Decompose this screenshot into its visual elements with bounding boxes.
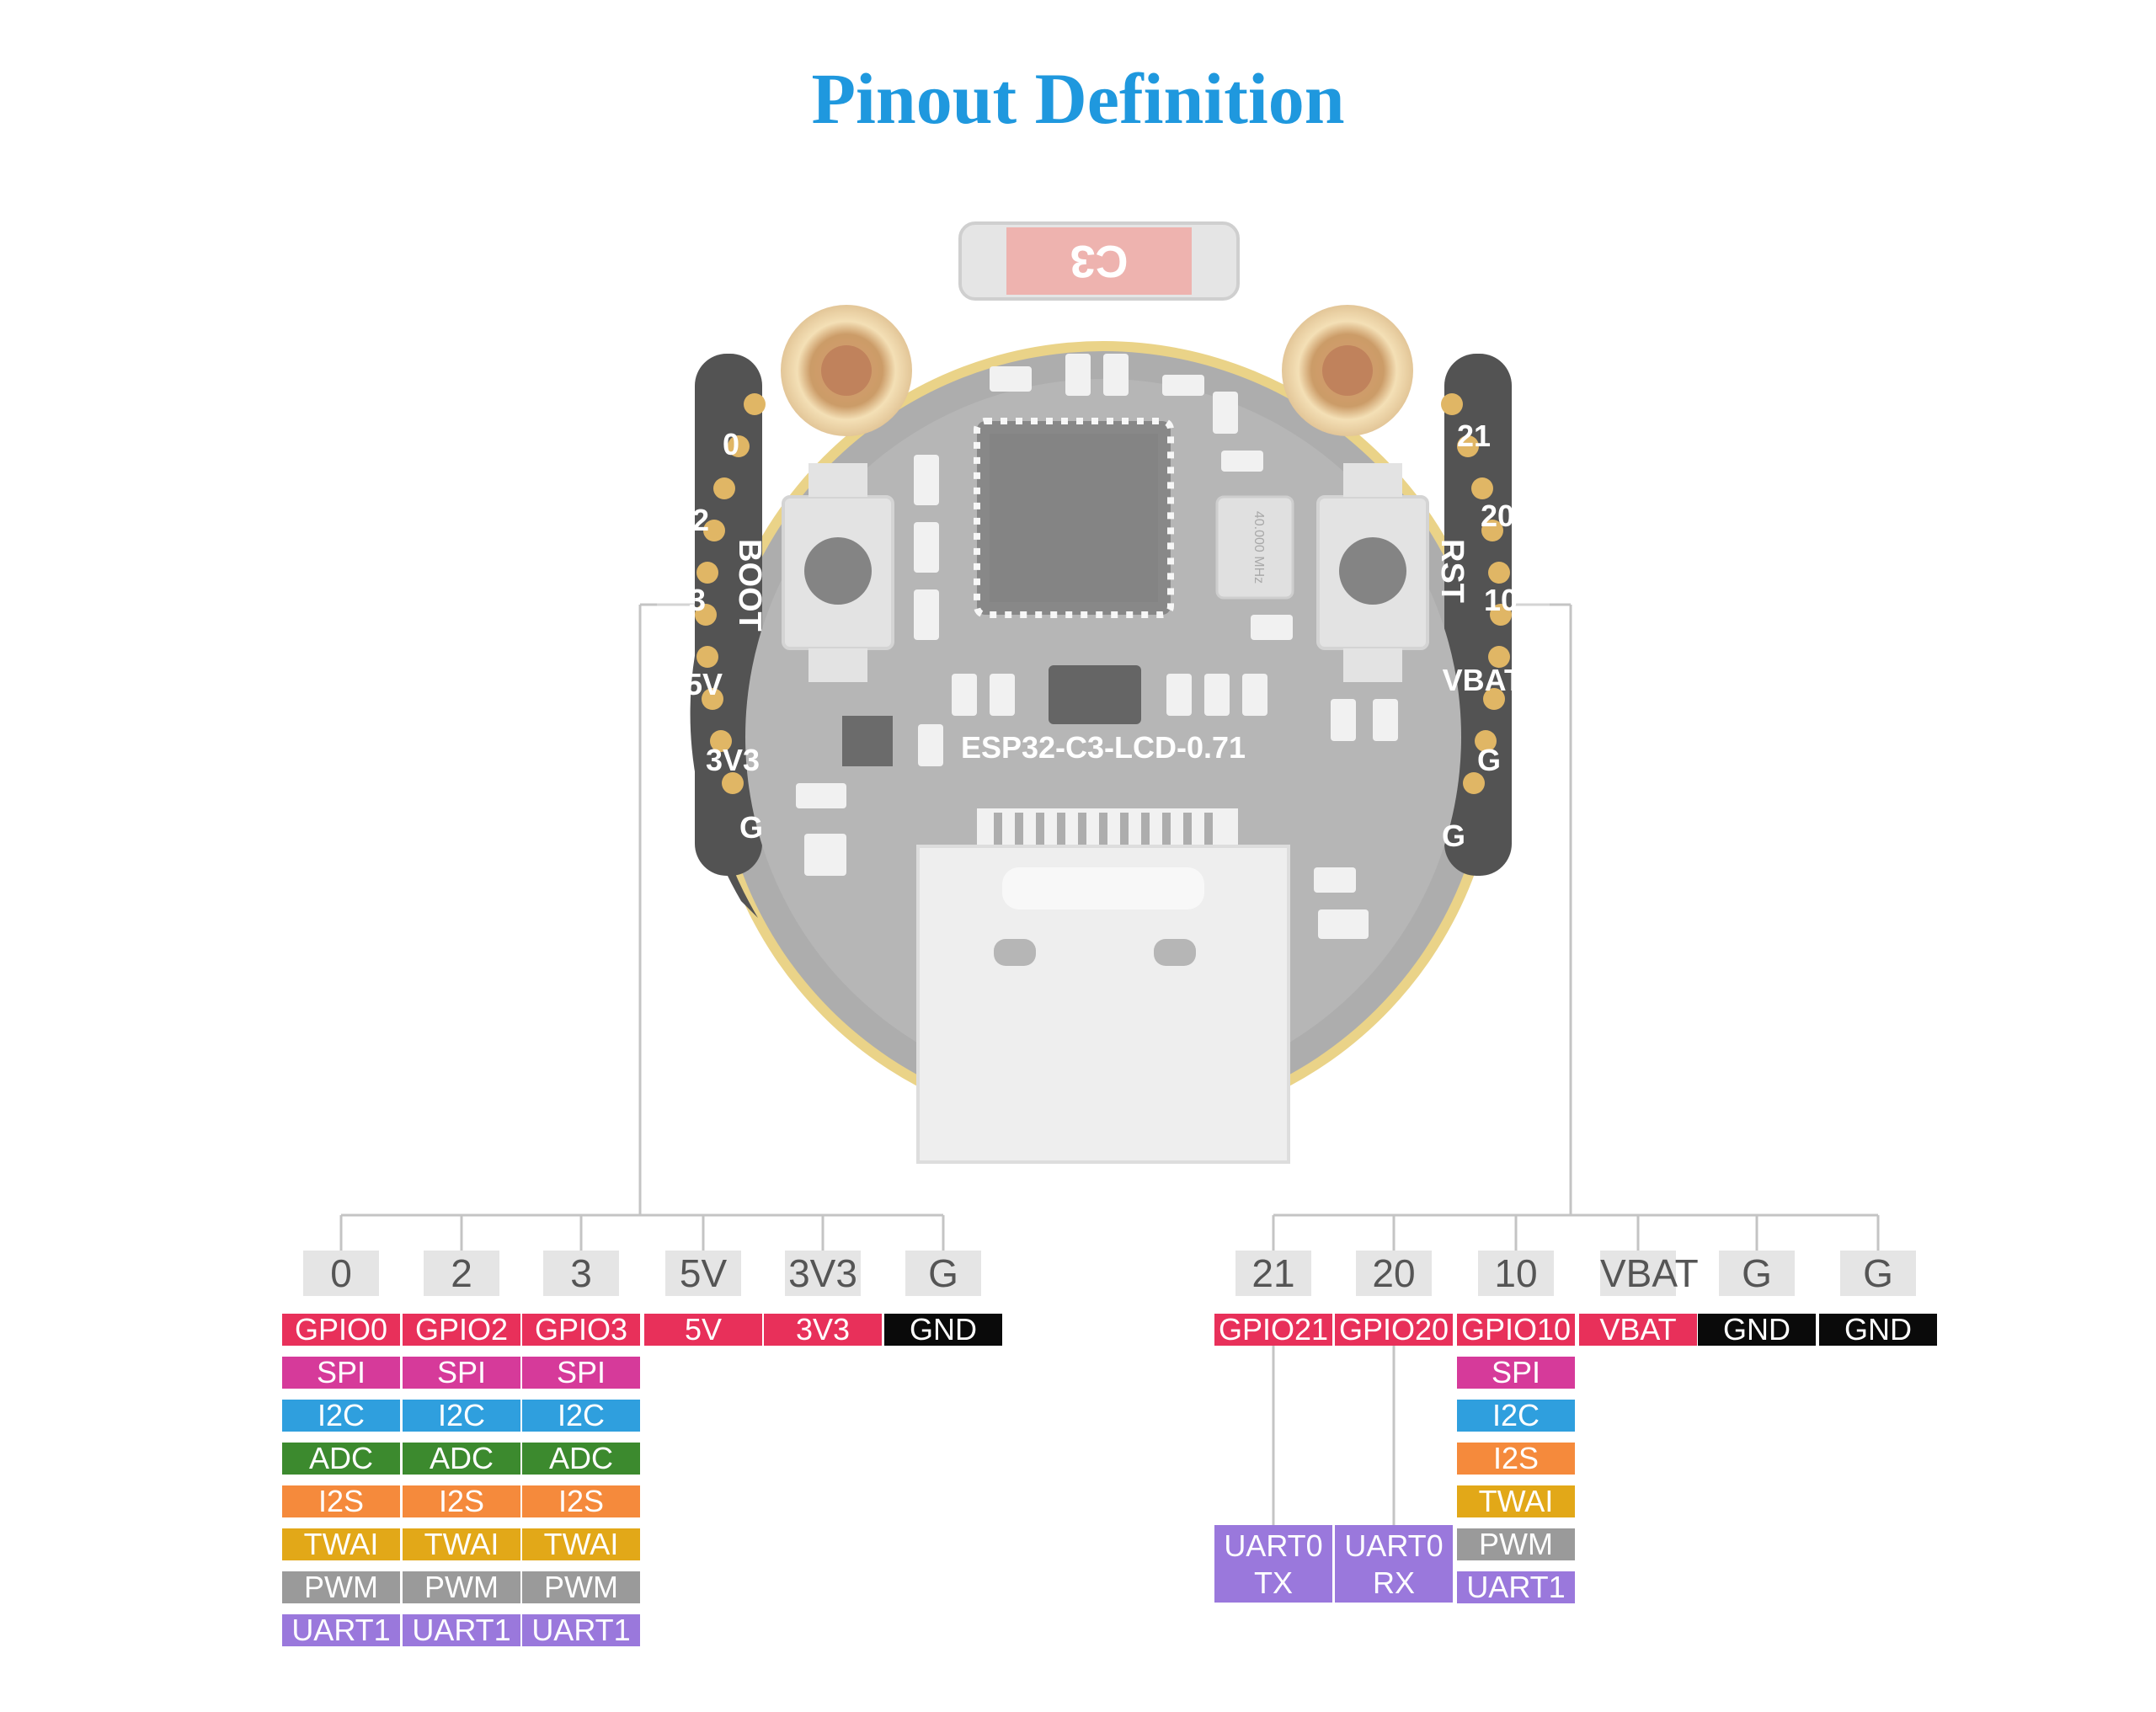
pin-number: 3V3 bbox=[785, 1251, 861, 1296]
pwm-label: PWM bbox=[282, 1571, 400, 1603]
twai-label: TWAI bbox=[403, 1528, 520, 1560]
twai-label: TWAI bbox=[522, 1528, 640, 1560]
rst-silk: RST bbox=[1434, 539, 1470, 603]
mcu-chip bbox=[974, 418, 1174, 618]
pin-number: 5V bbox=[665, 1251, 741, 1296]
usb-c-connector bbox=[916, 808, 1290, 1164]
svg-text:10: 10 bbox=[1484, 583, 1518, 617]
gpio-label: 5V bbox=[644, 1314, 762, 1346]
gpio-label: GPIO21 bbox=[1214, 1314, 1332, 1346]
uart-label: UART1 bbox=[522, 1614, 640, 1646]
pin-number: G bbox=[1840, 1251, 1916, 1296]
spi-label: SPI bbox=[282, 1357, 400, 1389]
pin-number: 2 bbox=[424, 1251, 499, 1296]
spi-label: SPI bbox=[1457, 1357, 1575, 1389]
i2c-label: I2C bbox=[522, 1400, 640, 1432]
svg-text:21: 21 bbox=[1457, 419, 1491, 453]
pwm-label: PWM bbox=[403, 1571, 520, 1603]
gnd-label: GND bbox=[1819, 1314, 1937, 1346]
svg-text:5V: 5V bbox=[686, 667, 723, 701]
pwm-label: PWM bbox=[522, 1571, 640, 1603]
pin-number: G bbox=[905, 1251, 981, 1296]
i2c-label: I2C bbox=[403, 1400, 520, 1432]
svg-text:VBAT: VBAT bbox=[1443, 663, 1523, 697]
edge-pads-right bbox=[1441, 393, 1512, 794]
uart0-line2: RX bbox=[1372, 1565, 1415, 1600]
page-title: Pinout Definition bbox=[811, 58, 1345, 139]
uart-label: UART1 bbox=[282, 1614, 400, 1646]
uart-label: UART1 bbox=[403, 1614, 520, 1646]
gpio-label: GPIO0 bbox=[282, 1314, 400, 1346]
mounting-hole-left bbox=[781, 305, 912, 436]
brand-silk: Waveshare bbox=[943, 301, 1111, 336]
crystal: 40.000 MHz bbox=[1215, 495, 1294, 600]
adc-label: ADC bbox=[282, 1443, 400, 1475]
mounting-hole-right bbox=[1282, 305, 1413, 436]
pin-number: 10 bbox=[1478, 1251, 1554, 1296]
pin-number: 20 bbox=[1356, 1251, 1432, 1296]
gnd-label: GND bbox=[884, 1314, 1002, 1346]
pwm-label: PWM bbox=[1457, 1528, 1575, 1560]
chip-mark: C3 bbox=[1070, 236, 1128, 286]
i2s-label: I2S bbox=[282, 1485, 400, 1517]
twai-label: TWAI bbox=[282, 1528, 400, 1560]
silk-labels-right: 21 20 10 VBAT G G bbox=[1442, 419, 1523, 853]
spi-label: SPI bbox=[522, 1357, 640, 1389]
smd-components bbox=[796, 354, 1398, 939]
model-silk: ESP32-C3-LCD-0.71 bbox=[961, 730, 1246, 765]
i2c-label: I2C bbox=[282, 1400, 400, 1432]
svg-text:20: 20 bbox=[1481, 499, 1514, 533]
gnd-label: GND bbox=[1698, 1314, 1816, 1346]
uart0-line1: UART0 bbox=[1344, 1528, 1444, 1563]
uart0-line2: TX bbox=[1253, 1565, 1293, 1600]
svg-text:0: 0 bbox=[723, 427, 739, 461]
i2s-label: I2S bbox=[1457, 1443, 1575, 1475]
i2s-label: I2S bbox=[403, 1485, 520, 1517]
rst-button bbox=[1316, 463, 1429, 682]
svg-text:2: 2 bbox=[692, 503, 709, 537]
gpio-label: GPIO10 bbox=[1457, 1314, 1575, 1346]
twai-label: TWAI bbox=[1457, 1485, 1575, 1517]
antenna-chip: C3 bbox=[958, 221, 1240, 301]
svg-text:G: G bbox=[1477, 743, 1501, 777]
pin-number: 21 bbox=[1235, 1251, 1311, 1296]
pin-number: 3 bbox=[543, 1251, 619, 1296]
pin-number: 0 bbox=[303, 1251, 379, 1296]
svg-text:G: G bbox=[1442, 819, 1465, 853]
pin-number: VBAT bbox=[1600, 1251, 1699, 1296]
spi-label: SPI bbox=[403, 1357, 520, 1389]
gpio-label: GPIO2 bbox=[403, 1314, 520, 1346]
gpio-label: GPIO20 bbox=[1335, 1314, 1453, 1346]
uart-label: UART1 bbox=[1457, 1571, 1575, 1603]
pcb bbox=[690, 341, 1512, 1133]
gpio-label: GPIO3 bbox=[522, 1314, 640, 1346]
uart0-line1: UART0 bbox=[1224, 1528, 1323, 1563]
svg-text:G: G bbox=[739, 810, 763, 845]
edge-pads-left bbox=[695, 393, 766, 794]
regulator bbox=[1049, 665, 1141, 724]
svg-text:3V3: 3V3 bbox=[706, 743, 760, 777]
i2s-label: I2S bbox=[522, 1485, 640, 1517]
i2c-label: I2C bbox=[1457, 1400, 1575, 1432]
pin-number: G bbox=[1719, 1251, 1795, 1296]
svg-text:3: 3 bbox=[689, 583, 706, 617]
adc-label: ADC bbox=[522, 1443, 640, 1475]
gpio-label: VBAT bbox=[1579, 1314, 1697, 1346]
gpio-label: 3V3 bbox=[764, 1314, 882, 1346]
boot-button bbox=[782, 463, 894, 682]
svg-text:40.000 MHz: 40.000 MHz bbox=[1251, 511, 1266, 584]
silk-labels-left: 0 2 3 5V 3V3 G bbox=[686, 427, 763, 845]
boot-silk: BOOT bbox=[732, 539, 767, 632]
adc-label: ADC bbox=[403, 1443, 520, 1475]
